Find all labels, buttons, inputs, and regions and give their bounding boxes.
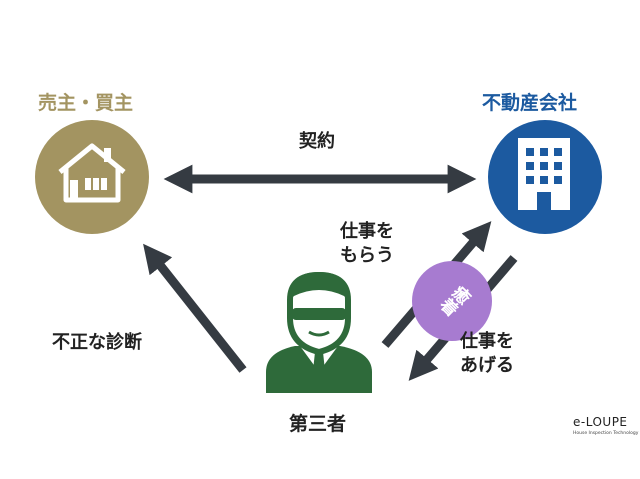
third-party-label: 第三者 bbox=[289, 413, 347, 435]
give-work-line2: あげる bbox=[460, 355, 514, 376]
unjust-diagnosis-arrow bbox=[143, 243, 247, 373]
building-icon bbox=[518, 138, 570, 210]
receive-work-line2: もらう bbox=[340, 245, 394, 266]
third-party-node bbox=[266, 271, 372, 393]
receive-work-label: 仕事を もらう bbox=[340, 220, 394, 268]
brand-tagline: House Inspection Technology bbox=[573, 431, 639, 436]
agency-label: 不動産会社 bbox=[482, 92, 578, 114]
contract-label: 契約 bbox=[299, 131, 335, 152]
house-icon bbox=[58, 143, 126, 203]
collusion-badge bbox=[412, 261, 492, 341]
seller-buyer-label: 売主・買主 bbox=[38, 92, 134, 114]
receive-work-line1: 仕事を bbox=[340, 221, 394, 242]
person-sunglasses-icon bbox=[266, 271, 372, 393]
seller-buyer-node bbox=[35, 120, 149, 234]
agency-node bbox=[488, 120, 602, 234]
give-work-label: 仕事を あげる bbox=[460, 330, 514, 378]
brand-logo: e-LOUPE bbox=[573, 415, 628, 429]
give-work-line1: 仕事を bbox=[460, 331, 514, 352]
unjust-diagnosis-label: 不正な診断 bbox=[52, 332, 142, 353]
